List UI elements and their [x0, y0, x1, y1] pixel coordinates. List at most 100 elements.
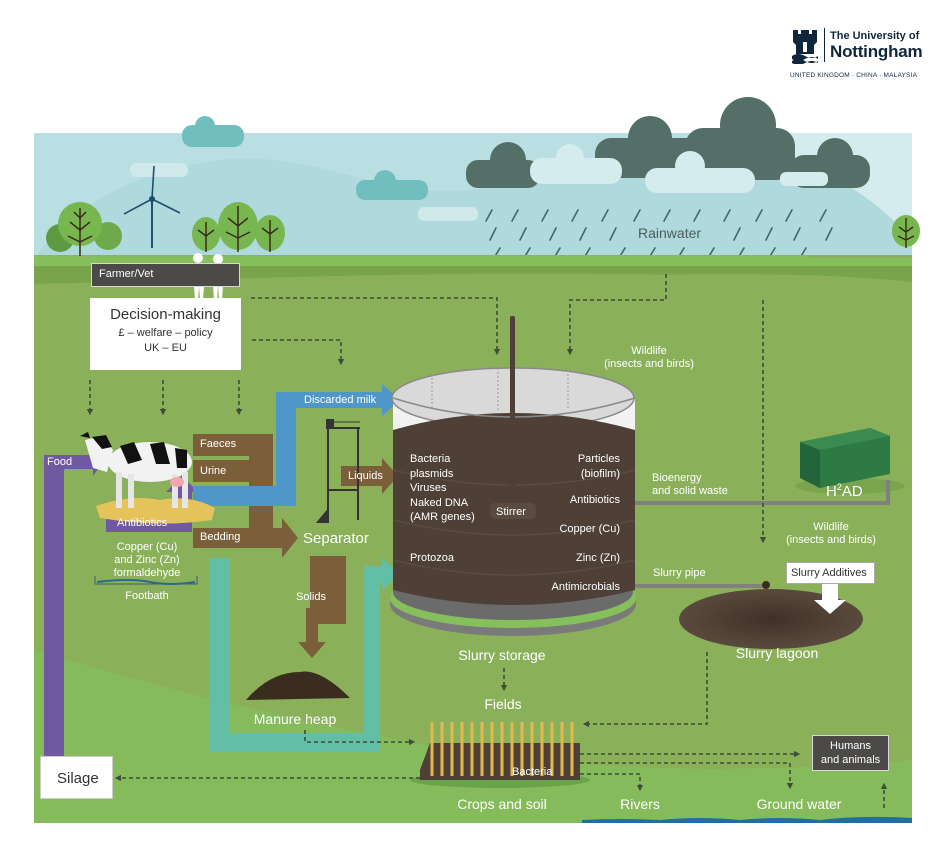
stirrer-label: Stirrer: [496, 506, 526, 518]
decision-title: Decision-making: [110, 306, 221, 323]
tank-zinc: Zinc (Zn): [576, 552, 620, 564]
food-label: Food: [47, 456, 73, 468]
logo-line2: Nottingham: [830, 42, 923, 61]
h2ad-label: H2AD: [826, 482, 863, 501]
protozoa-pipe: [204, 558, 400, 752]
bioenergy-label: Bioenergy and solid waste: [652, 472, 728, 498]
antibiotics-label: Antibiotics: [117, 517, 168, 529]
manure-heap-label: Manure heap: [253, 711, 337, 727]
tank-item: Naked DNA: [410, 496, 469, 509]
groundwater-strip: [582, 816, 912, 823]
silage-box: Silage: [40, 756, 113, 799]
slurry-tank: [390, 316, 636, 636]
urine-label: Urine: [200, 465, 227, 477]
h2ad-superscript: 2: [836, 482, 842, 492]
rainwater-label: Rainwater: [638, 225, 702, 241]
slurry-additives-box: Slurry Additives: [786, 562, 875, 584]
footbath-tray: [94, 576, 198, 585]
slurry-storage-label: Slurry storage: [458, 647, 546, 663]
logo-tagline: UNITED KINGDOM · CHINA · MALAYSIA: [790, 72, 918, 79]
tree-group-mid: [192, 202, 285, 252]
h2ad-base: H: [826, 483, 837, 500]
farmer-vet-label: Farmer/Vet: [99, 268, 154, 280]
tree-right: [892, 215, 920, 248]
tank-antimicrobials: Antimicrobials: [551, 581, 620, 593]
crops-soil-label: Crops and soil: [457, 796, 547, 812]
wildlife-line1: Wildlife: [813, 521, 849, 533]
crop-field: [410, 722, 590, 788]
light-clouds-front: [530, 144, 828, 193]
tank-antibiotics: Antibiotics: [569, 494, 620, 506]
wildlife-line2: (insects and birds): [786, 534, 876, 547]
university-logo: The University of Nottingham UNITED KING…: [790, 26, 923, 86]
footbath-line3: formaldehyde: [113, 567, 181, 580]
logo-line1: The University of: [830, 30, 920, 42]
solids-label: Solids: [296, 591, 326, 603]
additives-arrow: [814, 584, 846, 614]
farmer-vet-banner: Farmer/Vet: [91, 263, 240, 287]
dashed-flow-arrows: [86, 274, 888, 808]
ground-dark-band: [34, 262, 912, 284]
wildlife-top-label: Wildlife (insects and birds): [604, 345, 694, 371]
separator-label: Separator: [303, 530, 369, 547]
bedding-label: Bedding: [200, 531, 241, 543]
ground-lower-light: [34, 650, 912, 823]
humans-animals-line1: Humans: [830, 740, 871, 752]
tank-copper: Copper (Cu): [559, 523, 620, 535]
rivers-label: Rivers: [620, 796, 660, 812]
separator-tower: [315, 419, 360, 523]
cloud-faint-left: [130, 163, 188, 177]
tank-item: Bacteria: [410, 453, 451, 465]
bioenergy-pipe: [635, 480, 890, 505]
wind-turbine: [123, 165, 181, 248]
bacteria-label: Bacteria: [512, 766, 553, 778]
ground-water-label: Ground water: [756, 796, 842, 812]
wildlife-line2: (insects and birds): [604, 358, 694, 371]
humans-animals-line2: and animals: [820, 754, 881, 766]
humans-animals-box: Humans and animals: [812, 735, 889, 771]
tank-item: Viruses: [410, 482, 447, 494]
decision-line2: UK – EU: [144, 342, 187, 354]
tank-item: plasmids: [410, 467, 454, 480]
footbath-label: Footbath: [125, 590, 169, 602]
hedge-row: [34, 255, 912, 266]
h2ad-rest: AD: [841, 483, 863, 500]
tank-left-list: Bacteria plasmids Viruses Naked DNA (AMR…: [410, 452, 475, 525]
h2ad-container: [795, 428, 905, 494]
fields-label: Fields: [484, 696, 522, 712]
decision-line1: £ – welfare – policy: [118, 327, 213, 339]
decision-making-box: Decision-making £ – welfare – policy UK …: [90, 298, 241, 370]
cloud-faint-right: [418, 207, 478, 221]
tank-particles: Particles (biofilm): [578, 452, 620, 481]
silage-label: Silage: [57, 770, 99, 787]
discarded-milk-pipe: [193, 384, 400, 506]
wildlife-right-label: Wildlife (insects and birds): [786, 521, 876, 547]
bioenergy-line2: and solid waste: [652, 485, 728, 498]
cloud-small-left: [182, 116, 244, 147]
tank-item: Particles: [577, 453, 620, 465]
tank-item: (biofilm): [580, 467, 620, 480]
waste-pipes: [193, 434, 398, 658]
wildlife-line1: Wildlife: [631, 345, 667, 357]
cloud-mid-left: [356, 170, 428, 200]
tree-group-left: [46, 202, 122, 256]
faeces-label: Faeces: [200, 438, 237, 450]
discarded-milk-label: Discarded milk: [304, 394, 377, 406]
tank-item: (AMR genes): [410, 511, 475, 523]
footbath-line2: and Zinc (Zn): [114, 554, 180, 567]
slurry-pipe-label: Slurry pipe: [653, 567, 706, 579]
slurry-additives-label: Slurry Additives: [791, 567, 867, 579]
protozoa-label: Protozoa: [410, 552, 455, 564]
liquids-label: Liquids: [348, 470, 383, 482]
footbath-line1: Copper (Cu): [116, 541, 178, 553]
cow: [80, 432, 192, 508]
slurry-lagoon-pool: [679, 589, 863, 649]
manure-heap: [246, 671, 350, 700]
rain-streaks: [485, 209, 833, 259]
bioenergy-line1: Bioenergy: [652, 472, 702, 484]
logo-divider: [824, 28, 825, 62]
footbath-chemicals: Copper (Cu) and Zinc (Zn) formaldehyde: [114, 541, 181, 581]
slurry-lagoon-label: Slurry lagoon: [735, 645, 819, 661]
